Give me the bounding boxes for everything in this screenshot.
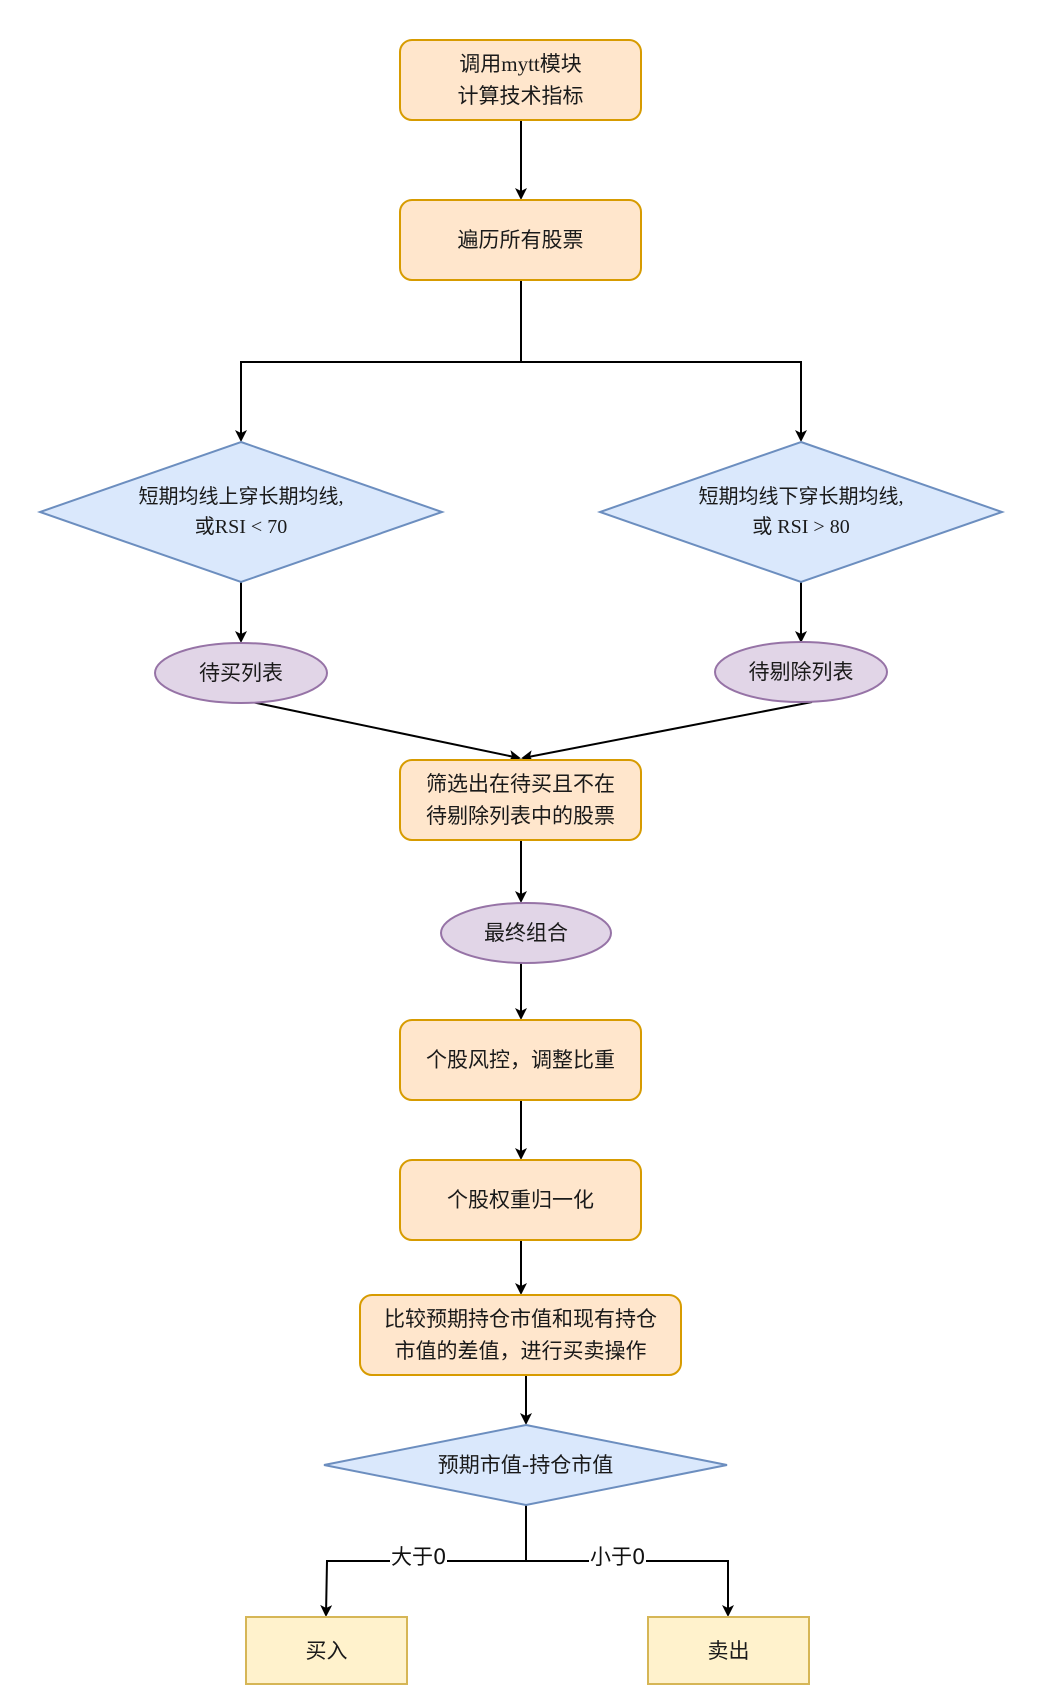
buy-cond-line1: 短期均线上穿长期均线, bbox=[138, 486, 344, 508]
compare-line1: 比较预期持仓市值和现有持仓 bbox=[384, 1307, 657, 1331]
compare-label: 比较预期持仓市值和现有持仓 市值的差值，进行买卖操作 bbox=[360, 1295, 681, 1375]
filter-label: 筛选出在待买且不在 待剔除列表中的股票 bbox=[400, 760, 641, 840]
sell-cond-line2: 或 RSI > 80 bbox=[752, 516, 850, 538]
buy-list-label: 待买列表 bbox=[199, 661, 283, 685]
buy-cond-line2: 或RSI < 70 bbox=[194, 516, 288, 538]
node-iterate bbox=[399, 199, 642, 281]
compare-line2: 市值的差值，进行买卖操作 bbox=[394, 1339, 647, 1363]
compute-label: 调用mytt模块 计算技术指标 bbox=[400, 40, 641, 120]
filter-line2: 待剔除列表中的股票 bbox=[426, 804, 615, 828]
remove-list-label: 待剔除列表 bbox=[748, 660, 854, 684]
iterate-label: 遍历所有股票 bbox=[457, 228, 584, 252]
edge-iterate-buy-cond bbox=[235, 280, 522, 442]
edge-label-greater-than-zero: 大于0 bbox=[390, 1545, 448, 1569]
node-final bbox=[440, 902, 612, 964]
edge-buy-list-filter bbox=[251, 701, 521, 762]
sell-cond-label: 短期均线下穿长期均线, 或 RSI > 80 bbox=[650, 472, 952, 552]
edge-remove-list-filter bbox=[521, 701, 813, 762]
buy-cond-label: 短期均线上穿长期均线, 或RSI < 70 bbox=[90, 472, 392, 552]
node-sell bbox=[647, 1616, 810, 1685]
edge-label-less-than-zero: 小于0 bbox=[589, 1545, 647, 1569]
node-buy-list bbox=[154, 642, 328, 704]
sell-cond-line1: 短期均线下穿长期均线, bbox=[698, 486, 904, 508]
node-buy-cond bbox=[36, 440, 446, 584]
node-diff bbox=[323, 1423, 728, 1507]
filter-line1: 筛选出在待买且不在 bbox=[426, 772, 615, 796]
node-compute bbox=[399, 39, 642, 121]
normalize-label: 个股权重归一化 bbox=[447, 1188, 594, 1212]
node-buy bbox=[245, 1616, 408, 1685]
node-sell-cond bbox=[596, 440, 1006, 584]
edge-diff-sell bbox=[526, 1560, 734, 1617]
risk-label: 个股风控，调整比重 bbox=[426, 1048, 615, 1072]
node-compare bbox=[359, 1294, 682, 1376]
diff-label: 预期市值-持仓市值 bbox=[437, 1453, 614, 1477]
compute-label-line1: 调用mytt模块 bbox=[459, 52, 582, 76]
node-filter bbox=[399, 759, 642, 841]
buy-label: 买入 bbox=[305, 1638, 348, 1663]
compute-label-line2: 计算技术指标 bbox=[457, 84, 584, 108]
node-normalize bbox=[399, 1159, 642, 1241]
edge-iterate-sell-cond bbox=[521, 361, 807, 442]
node-remove-list bbox=[714, 641, 888, 703]
node-risk bbox=[399, 1019, 642, 1101]
sell-label: 卖出 bbox=[707, 1638, 750, 1663]
final-label: 最终组合 bbox=[484, 921, 568, 945]
